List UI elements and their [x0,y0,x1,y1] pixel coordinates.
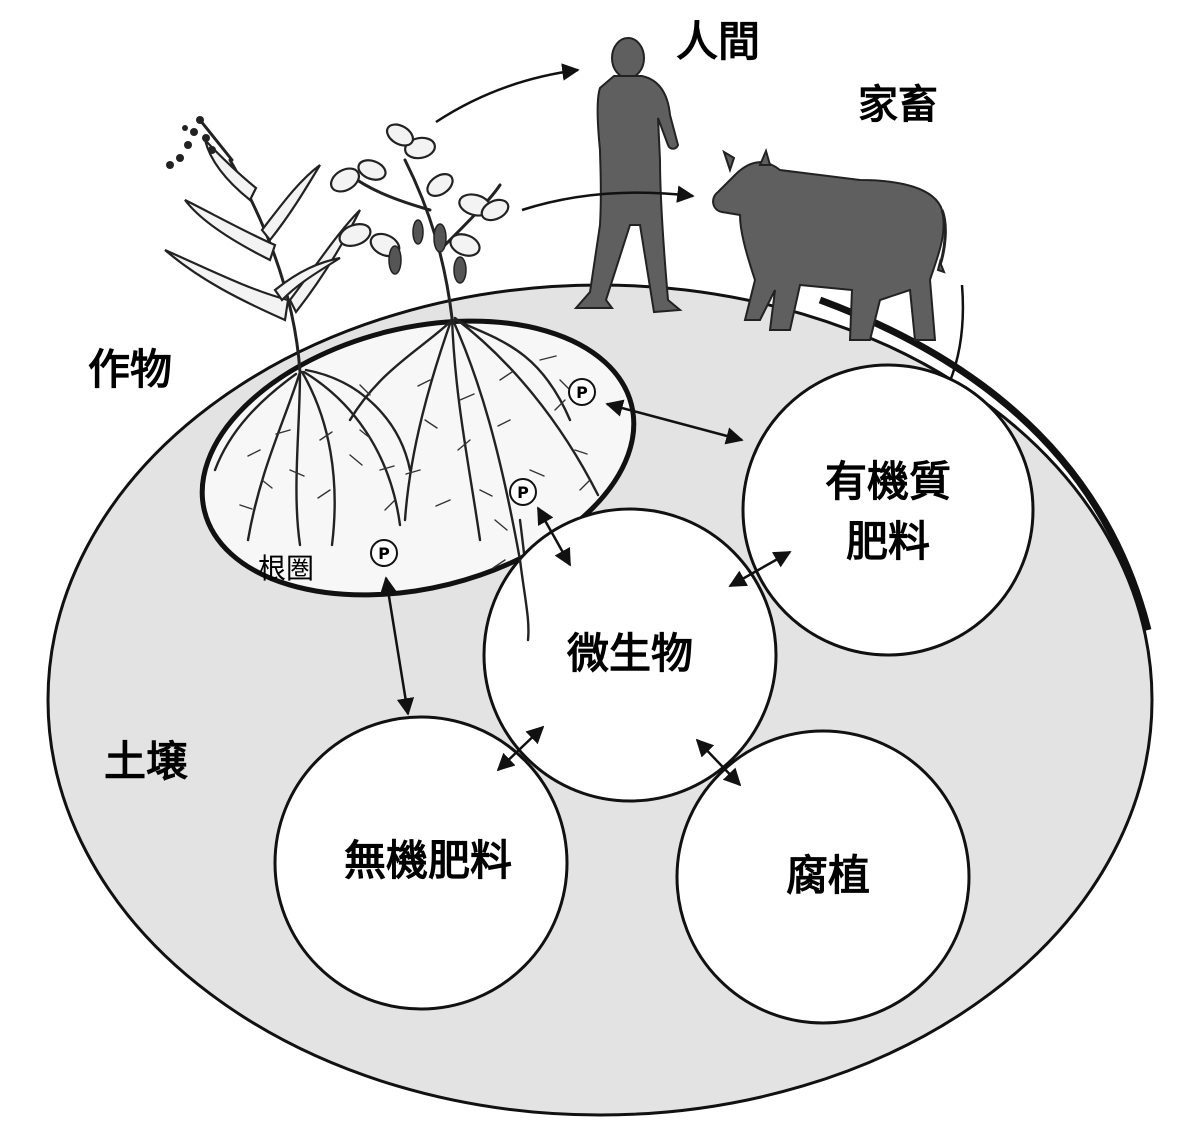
inorganic-fertilizer-circle [273,715,569,1011]
root-into-microorganisms [518,558,530,642]
arrow-rhizosphere-organic-fertilizer [605,399,744,445]
crop-roots [213,316,600,627]
livestock-silhouette [712,148,947,341]
arrow-organic-fertilizer-microorganisms [728,550,792,588]
organic-fertilizer-label-line1: 有機質 [825,457,951,506]
arrow-microorganisms-humus [695,738,742,787]
soil-rim-shadow [818,296,1152,631]
arrow-rhizosphere-microorganisms [536,506,572,567]
phosphorus-marker-2: P [509,478,537,506]
arrow-crop-to-human [435,63,580,124]
rhizosphere-label: 根圏 [258,552,314,585]
crop-label: 作物 [88,345,172,394]
phosphorus-marker-3: P [370,539,398,567]
svg-text:P: P [576,383,588,402]
humus-circle [675,729,971,1025]
inorganic-fertilizer-label: 無機肥料 [344,836,512,885]
human-silhouette [573,37,683,314]
crop-plants [164,116,510,374]
arrow-crop-to-livestock [521,185,695,212]
microorganisms-circle [482,507,778,803]
phosphorus-marker-1: P [568,378,596,406]
arrow-rhizosphere-inorganic-fertilizer [379,576,415,716]
svg-text:P: P [517,483,529,502]
livestock-label: 家畜 [858,82,938,128]
organic-fertilizer-label-line2: 肥料 [846,517,930,566]
microorganisms-label: 微生物 [566,629,693,678]
human-label: 人間 [676,17,760,66]
soil-label: 土壌 [104,737,188,786]
humus-label: 腐植 [786,851,870,900]
arrow-microorganisms-inorganic-fertilizer [496,725,545,772]
organic-fertilizer-circle [741,363,1035,657]
svg-text:P: P [378,544,390,563]
